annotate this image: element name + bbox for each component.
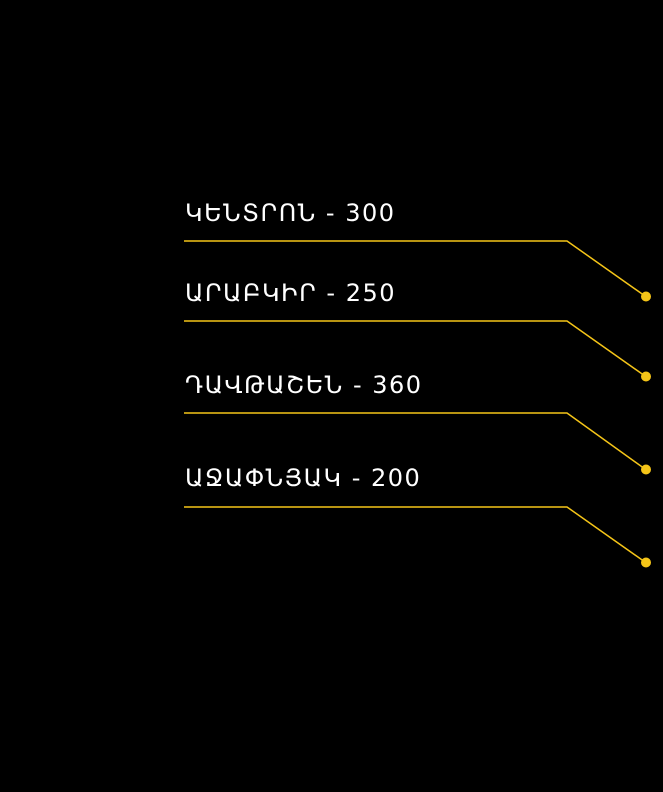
- leader-davtashen: [184, 412, 651, 475]
- district-value: 250: [345, 279, 397, 307]
- district-name: ԱՋԱՓՆՅԱԿ: [185, 464, 343, 492]
- district-name: ԱՐԱԲԿԻՐ: [185, 279, 318, 307]
- leader-kentron: [184, 240, 651, 302]
- district-name: ԴԱՎԹԱՇԵՆ: [185, 371, 344, 399]
- district-value: 200: [371, 464, 422, 492]
- district-label-arabkir: ԱՐԱԲԿԻՐ - 250: [185, 279, 396, 307]
- district-label-davtashen: ԴԱՎԹԱՇԵՆ - 360: [185, 371, 423, 399]
- marker-dot: [641, 464, 651, 475]
- marker-dot: [641, 557, 651, 568]
- district-label-kentron: ԿԵՆՏՐՈՆ - 300: [185, 199, 396, 227]
- district-value: 300: [345, 199, 396, 227]
- district-label-ajapnyak: ԱՋԱՓՆՅԱԿ - 200: [185, 464, 421, 492]
- district-value: 360: [372, 371, 423, 399]
- marker-dot: [641, 291, 651, 302]
- separator: -: [343, 371, 373, 399]
- separator: -: [316, 199, 346, 227]
- marker-dot: [641, 371, 651, 382]
- leader-arabkir: [184, 320, 651, 382]
- separator: -: [342, 464, 371, 492]
- district-name: ԿԵՆՏՐՈՆ: [185, 199, 317, 227]
- separator: -: [317, 279, 346, 307]
- leader-ajapnyak: [184, 506, 651, 568]
